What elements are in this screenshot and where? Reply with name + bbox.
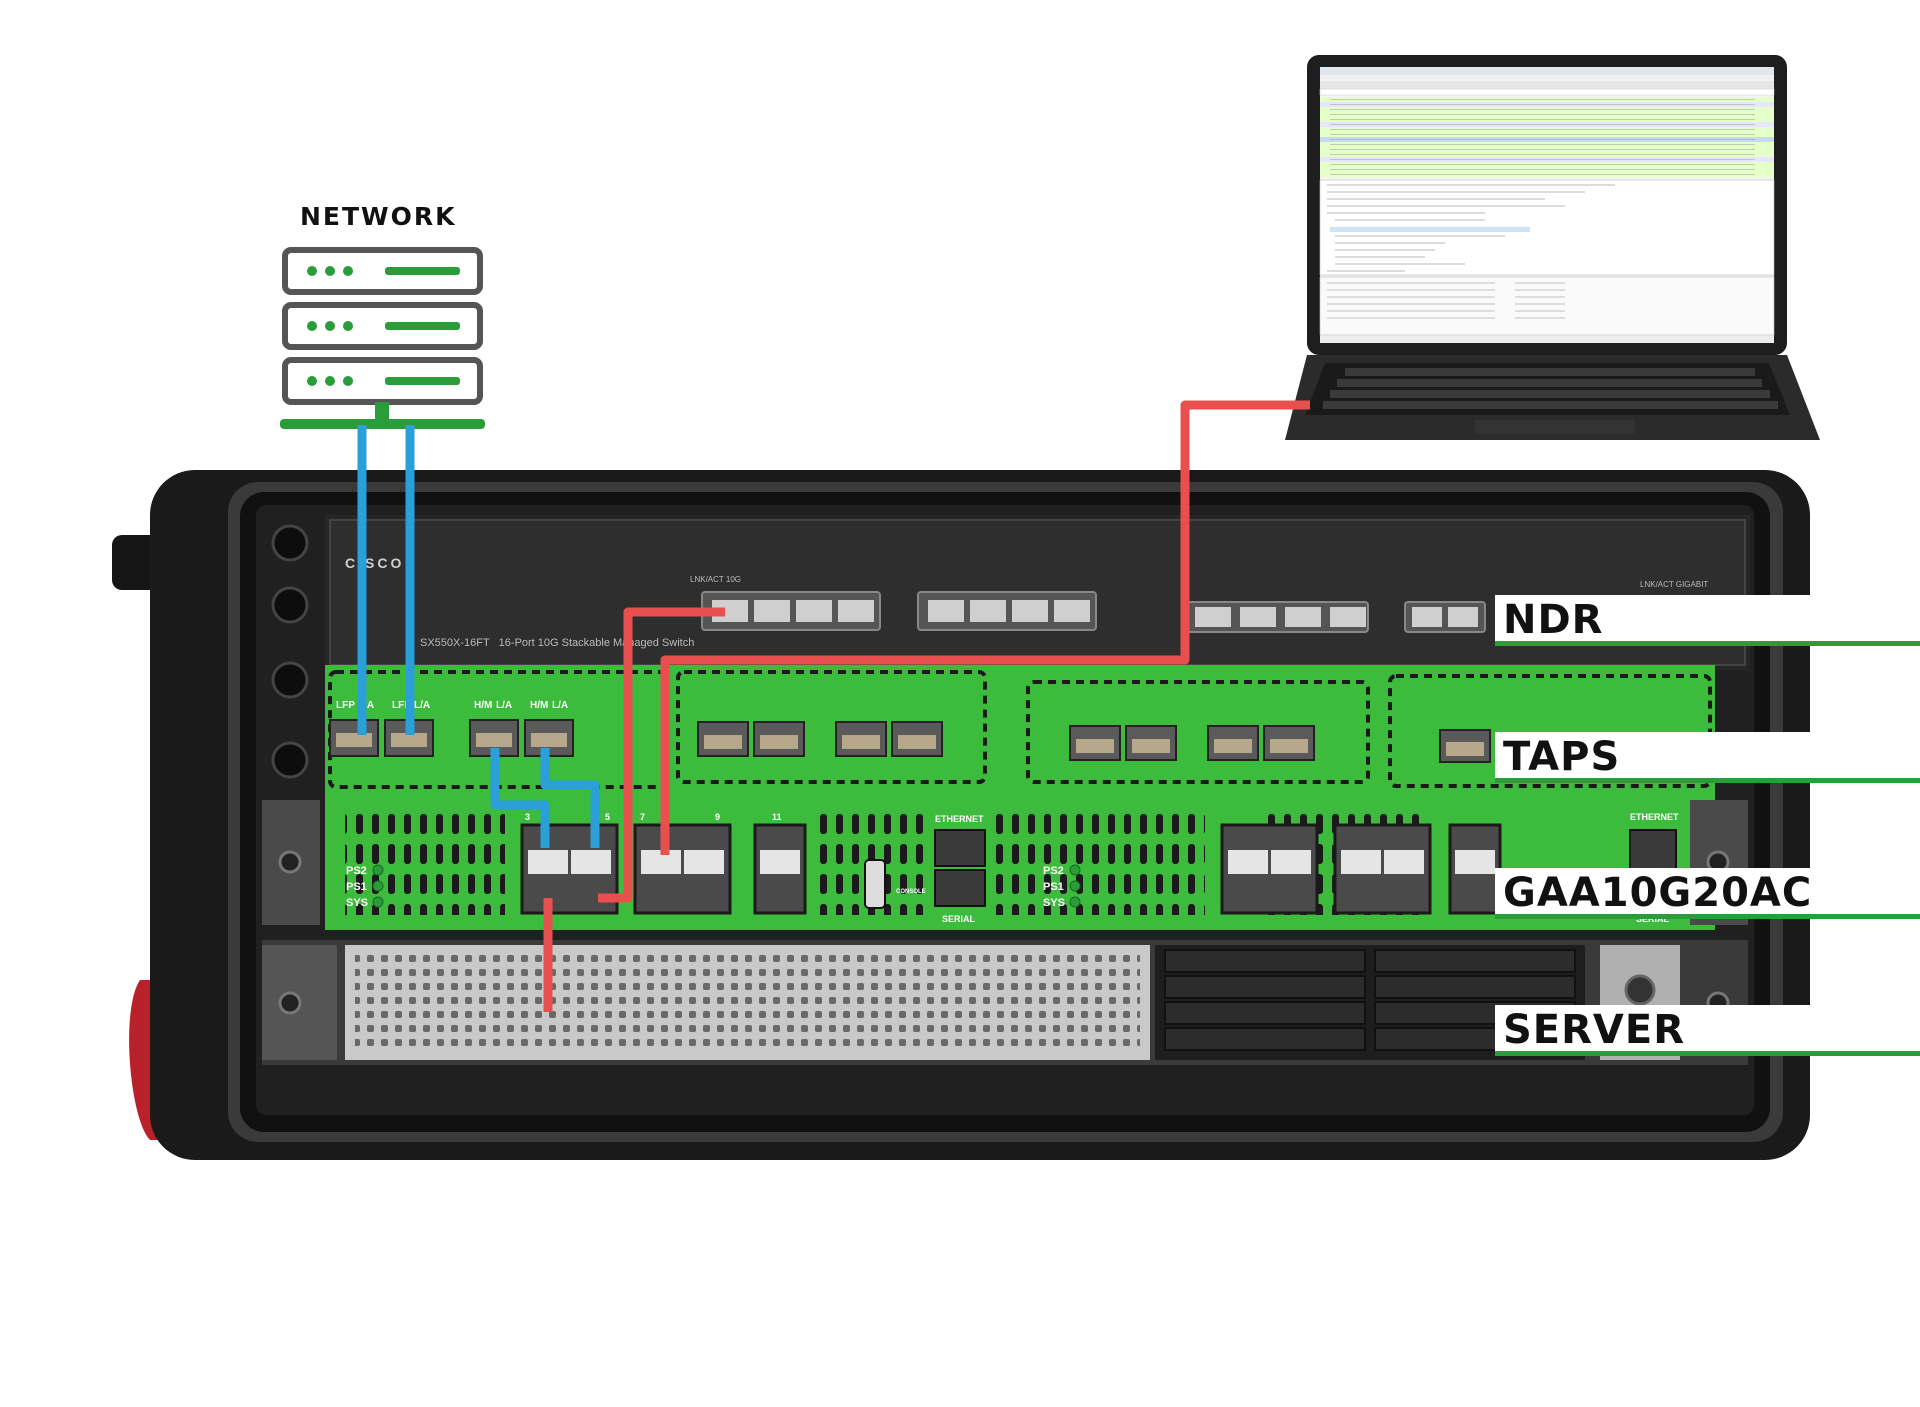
layer-label-taps: TAPS	[1495, 732, 1920, 783]
svg-text:5: 5	[605, 812, 610, 822]
laptop-icon	[1285, 55, 1820, 440]
layer-label-ndr: NDR	[1495, 595, 1920, 646]
layer-label-server: SERVER	[1495, 1005, 1920, 1056]
svg-text:H/M: H/M	[530, 700, 548, 711]
layer-label-broker-text: GAA10G20AC	[1503, 870, 1813, 916]
svg-text:L/A: L/A	[496, 700, 512, 711]
layer-label-server-text: SERVER	[1503, 1007, 1686, 1053]
svg-text:7: 7	[640, 812, 645, 822]
svg-text:ETHERNET: ETHERNET	[935, 814, 984, 824]
svg-text:SERIAL: SERIAL	[942, 914, 976, 924]
svg-text:9: 9	[715, 812, 720, 822]
svg-text:ETHERNET: ETHERNET	[1630, 812, 1679, 822]
svg-text:PS1: PS1	[1043, 881, 1064, 893]
layer-label-taps-text: TAPS	[1503, 734, 1621, 780]
svg-text:H/M: H/M	[474, 700, 492, 711]
svg-text:LFP: LFP	[336, 700, 355, 711]
svg-text:L/A: L/A	[414, 700, 430, 711]
svg-text:SYS: SYS	[1043, 897, 1065, 909]
layer-label-ndr-text: NDR	[1503, 597, 1604, 643]
svg-text:11: 11	[772, 812, 782, 822]
network-server-icon	[280, 247, 485, 429]
switch-port-header: LNK/ACT 10G	[690, 575, 741, 584]
switch-port-header-gigabit: LNK/ACT GIGABIT	[1640, 580, 1709, 589]
svg-text:SYS: SYS	[346, 897, 368, 909]
svg-text:CONSOLE: CONSOLE	[896, 889, 926, 895]
svg-text:3: 3	[525, 812, 530, 822]
layer-label-broker: GAA10G20AC	[1495, 868, 1920, 919]
svg-text:L/A: L/A	[552, 700, 568, 711]
svg-text:PS2: PS2	[1043, 865, 1064, 877]
network-title: NETWORK	[300, 202, 457, 231]
svg-text:PS1: PS1	[346, 881, 367, 893]
svg-text:PS2: PS2	[346, 865, 367, 877]
svg-text:LFP: LFP	[392, 700, 411, 711]
svg-text:SERIAL: SERIAL	[1636, 914, 1670, 924]
